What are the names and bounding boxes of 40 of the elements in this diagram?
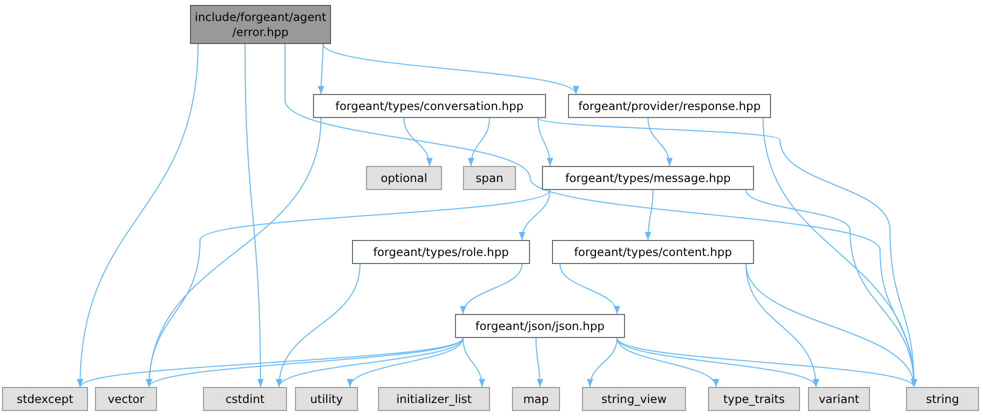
header-node: string [906, 387, 979, 411]
include-arrow [322, 44, 576, 94]
include-arrow [318, 44, 324, 94]
include-arrow [244, 44, 264, 388]
file-node: forgeant/types/content.hpp [552, 240, 754, 264]
include-arrow [536, 338, 544, 388]
include-arrow [278, 338, 464, 388]
include-arrow [80, 338, 464, 388]
file-node: forgeant/json/json.hpp [455, 314, 625, 338]
header-node: stdexcept [2, 387, 88, 411]
header-node: cstdint [203, 387, 287, 411]
header-node: map [512, 387, 560, 411]
include-arrow [461, 264, 522, 314]
include-arrow [148, 338, 464, 388]
include-arrow [520, 190, 550, 240]
header-node: utility [295, 387, 358, 411]
include-arrow [616, 338, 914, 388]
file-node: forgeant/types/role.hpp [352, 240, 530, 264]
file-node: include/forgeant/agent /error.hpp [190, 5, 331, 44]
include-arrow [588, 338, 618, 388]
include-arrow [462, 338, 485, 388]
header-node: string_view [582, 387, 686, 411]
header-node: vector [95, 387, 157, 411]
include-arrow [538, 118, 553, 166]
include-arrow [616, 338, 716, 388]
file-node: forgeant/provider/response.hpp [568, 94, 771, 118]
include-arrow [468, 118, 490, 166]
header-node: type_traits [708, 387, 800, 411]
header-node: span [463, 166, 516, 190]
file-node: forgeant/types/message.hpp [542, 166, 754, 190]
include-arrow [648, 118, 672, 166]
include-arrow [404, 118, 432, 166]
include-arrow [644, 190, 654, 240]
file-node: forgeant/types/conversation.hpp [313, 94, 546, 118]
header-node: optional [366, 166, 442, 190]
include-arrow [560, 264, 619, 314]
header-node: variant [808, 387, 870, 411]
header-node: initializer_list [378, 387, 490, 411]
include-arrow [350, 338, 464, 388]
include-arrow [616, 338, 816, 388]
